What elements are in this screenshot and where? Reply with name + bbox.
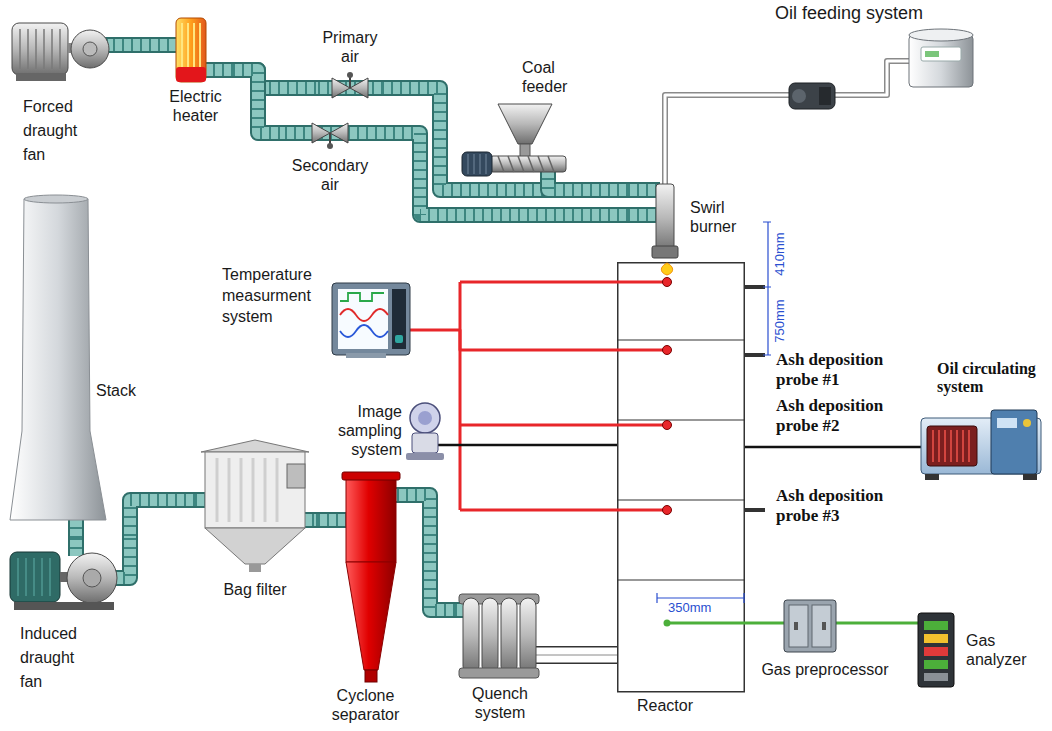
equipment-icon <box>10 195 150 520</box>
temperature-node: Temperature measurment system <box>222 265 412 360</box>
equipment-label: Induced draught fan <box>20 622 100 694</box>
oil-circulating-node: Oil circulating system <box>915 360 1047 482</box>
equipment-icon <box>455 588 545 723</box>
oil-feeding-node: Oil feeding system <box>775 3 985 115</box>
coal-feeder-node: Coal feeder <box>460 58 590 178</box>
burner-node: Swirl burner <box>628 180 753 260</box>
signal-line <box>745 623 750 624</box>
valve-node: Primary air <box>318 28 382 110</box>
equipment-label: Quench system <box>455 684 545 722</box>
equipment-label: Electric heater <box>158 87 233 125</box>
preprocessor-node: Gas preprocessor <box>750 598 900 688</box>
dimension-line <box>763 222 771 355</box>
equipment-label: Forced draught fan <box>23 95 103 167</box>
stack-node: Stack <box>10 195 150 520</box>
equipment-icon <box>915 360 1047 482</box>
reactor-node: Reactor <box>617 262 745 718</box>
equipment-label: Primary air <box>318 28 382 66</box>
equipment-label: Stack <box>96 381 146 400</box>
pipe-connector <box>130 500 195 538</box>
fan-node: Induced draught fan <box>8 538 148 698</box>
equipment-icon <box>195 438 315 603</box>
signal-line <box>745 447 915 448</box>
pipe-connector <box>233 70 285 133</box>
probe-label: Ash deposition probe #2 <box>776 396 918 437</box>
fan-node: Forced draught fan <box>8 15 113 175</box>
signal-line <box>900 623 910 624</box>
probe-label: Ash deposition probe #3 <box>776 486 918 527</box>
probe-label: Ash deposition probe #1 <box>776 350 918 391</box>
analyzer-node: Gas analyzer <box>910 605 1045 695</box>
heater-node: Electric heater <box>158 15 233 140</box>
equipment-label: Image sampling system <box>330 402 402 460</box>
equipment-icon <box>617 262 745 714</box>
pipe-connector <box>545 655 617 656</box>
pipe-connector <box>315 520 318 521</box>
equipment-label: Reactor <box>637 696 727 715</box>
dimension-label: 750mm <box>773 299 788 342</box>
pipe-connector <box>413 495 455 610</box>
pipe-connector <box>548 178 628 190</box>
pipe-connector <box>665 95 775 180</box>
quench-node: Quench system <box>455 588 545 723</box>
camera-node: Image sampling system <box>330 400 450 462</box>
equipment-icon <box>910 605 1045 695</box>
cyclone-node: Cyclone separator <box>318 470 413 725</box>
signal-line <box>450 445 617 446</box>
equipment-label: Swirl burner <box>690 198 750 236</box>
dimension-label: 410mm <box>773 232 788 275</box>
equipment-label: Oil circulating system <box>937 360 1045 397</box>
pipe-connector <box>76 520 77 538</box>
probe-port <box>745 287 765 510</box>
dimension-label: 350mm <box>668 601 711 616</box>
equipment-label: Temperature measurment system <box>222 265 328 327</box>
equipment-label: Bag filter <box>195 580 315 599</box>
equipment-label: Coal feeder <box>522 58 588 96</box>
equipment-icon <box>318 470 413 725</box>
pipe-connector <box>113 45 158 46</box>
pipe-connector <box>375 133 628 215</box>
bag-filter-node: Bag filter <box>195 438 315 603</box>
equipment-label: Gas preprocessor <box>750 660 900 679</box>
signal-line <box>412 330 617 350</box>
equipment-label: Cyclone separator <box>318 686 413 724</box>
valve-node: Secondary air <box>285 118 375 208</box>
equipment-label: Gas analyzer <box>966 631 1042 669</box>
equipment-label: Oil feeding system <box>775 3 985 25</box>
thermocouple-wire <box>460 282 617 510</box>
equipment-label: Secondary air <box>285 156 375 194</box>
